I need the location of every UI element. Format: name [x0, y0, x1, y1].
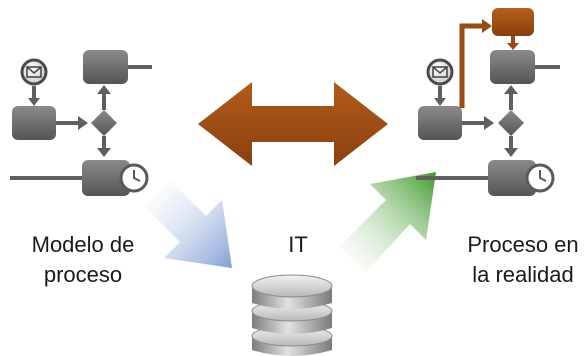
extra-task-box	[492, 8, 534, 36]
process-model-label-line1: Modelo de	[31, 232, 135, 257]
blue-diagonal-arrow-icon	[144, 180, 232, 268]
process-model-diagram	[10, 50, 152, 196]
flow-arrowhead	[504, 148, 518, 157]
deviation-arrowhead	[507, 43, 519, 50]
flow-arrowhead	[434, 98, 446, 106]
gateway-diamond-icon	[91, 110, 117, 136]
timer-clock-icon	[119, 163, 149, 193]
process-model-label-line2: proceso	[43, 262, 123, 287]
deviation-arrowhead	[482, 19, 492, 33]
flow-arrowhead	[504, 85, 518, 94]
task-box	[488, 160, 536, 196]
process-model-label: Modelo de proceso	[8, 230, 158, 290]
flow-arrowhead	[28, 98, 40, 106]
task-box	[12, 106, 56, 140]
flow-arrowhead	[484, 116, 494, 130]
task-box	[82, 160, 130, 196]
process-reality-diagram	[416, 8, 560, 196]
flow-arrowhead	[78, 116, 88, 130]
it-label: IT	[288, 232, 308, 257]
database-icon	[251, 274, 333, 356]
double-headed-arrow-icon	[198, 82, 388, 166]
task-box	[418, 106, 462, 140]
task-box	[490, 50, 535, 84]
flow-arrowhead	[97, 85, 111, 94]
process-reality-label: Proceso en la realidad	[458, 230, 585, 290]
flow-arrowhead	[97, 148, 111, 157]
process-reality-label-line1: Proceso en	[467, 232, 579, 257]
timer-clock-icon	[525, 163, 555, 193]
gateway-diamond-icon	[498, 110, 524, 136]
start-event-envelope-icon	[20, 58, 48, 86]
deviation-flow-line	[459, 23, 484, 108]
start-event-envelope-icon	[426, 58, 454, 86]
green-diagonal-arrow-icon	[340, 172, 436, 272]
task-box	[83, 50, 128, 84]
process-reality-label-line2: la realidad	[472, 262, 574, 287]
